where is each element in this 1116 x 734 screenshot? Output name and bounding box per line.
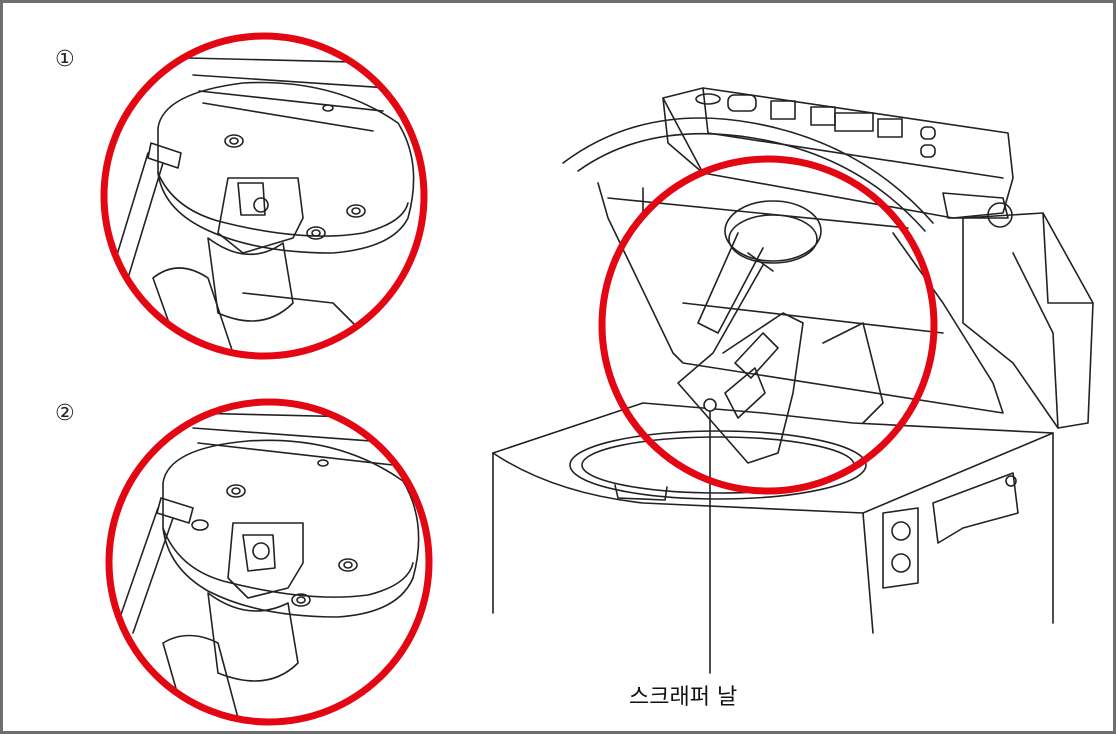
machine-illustration [492,87,1094,634]
step-marker-1: ① [55,47,75,72]
illustration [100,32,1094,726]
scraper-blade-label: 스크래퍼 날 [629,685,738,710]
detail-view-2 [117,412,420,722]
detail-view-1 [112,57,415,356]
highlight-circle-detail-2 [105,398,433,726]
highlight-circle-detail-1 [100,32,428,360]
callout-leader-dot [703,398,717,412]
step-marker-2: ② [55,401,75,426]
highlight-circle-main [598,155,938,495]
